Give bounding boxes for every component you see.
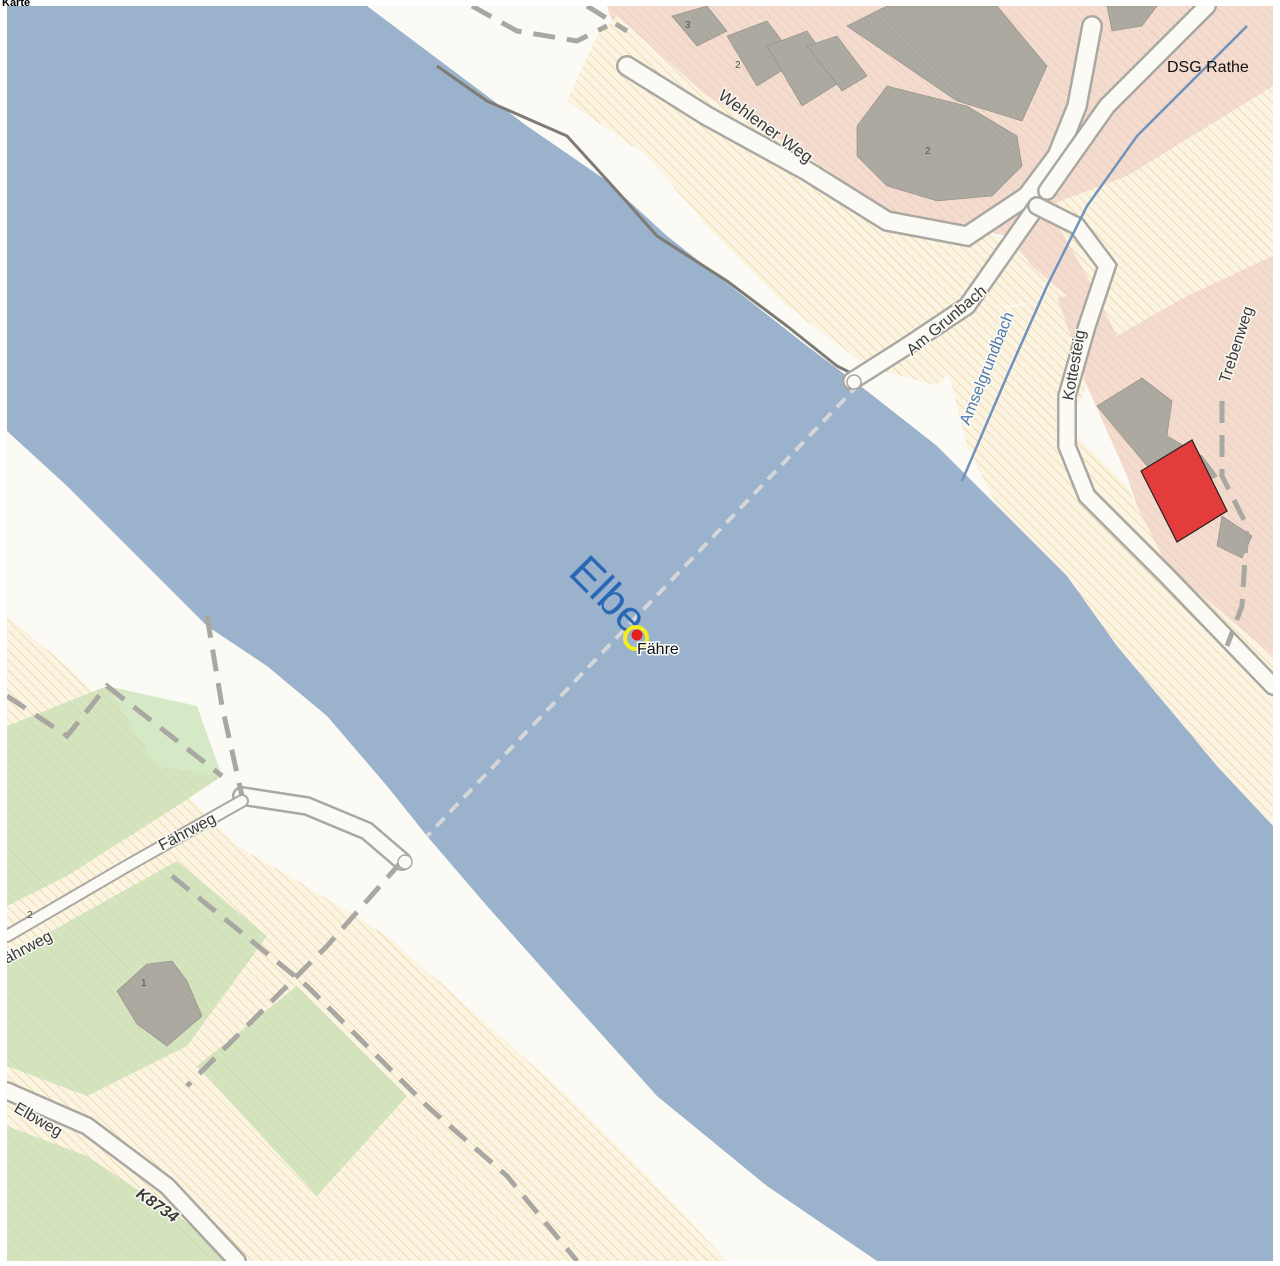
house-number: 1	[141, 978, 147, 989]
house-number: 2	[735, 60, 741, 71]
riverbank-edge	[436, 64, 858, 378]
meadow-3	[197, 986, 407, 1196]
ferry-landing-south	[397, 854, 413, 870]
page-title: Karte	[2, 0, 31, 6]
house-number: 2	[27, 910, 33, 921]
highlighted-building[interactable]	[1140, 439, 1228, 543]
ferry-marker[interactable]	[623, 625, 649, 651]
poi-label-dsg-rathe: DSG Rathe	[1167, 59, 1249, 76]
vineyard-south	[7, 616, 727, 1261]
marker-label-faehre: Fähre	[637, 641, 679, 658]
residential-area-north	[607, 6, 1273, 706]
marker-ring	[623, 625, 649, 651]
meadow-4	[7, 1126, 237, 1261]
buildings-south	[116, 960, 203, 1047]
vineyard-north-3	[937, 296, 1273, 826]
stream-amselgrundbach	[960, 25, 1248, 482]
house-number: 2	[925, 146, 931, 157]
ferry-route	[425, 382, 861, 838]
dashed-paths	[5, 3, 1250, 1263]
house-number: 3	[685, 20, 691, 31]
roads-north	[616, 0, 1280, 696]
buildings-north	[671, 5, 1253, 559]
marker-dot	[631, 629, 643, 641]
ferry-landing-north	[846, 374, 862, 390]
roads-south	[0, 786, 412, 1266]
